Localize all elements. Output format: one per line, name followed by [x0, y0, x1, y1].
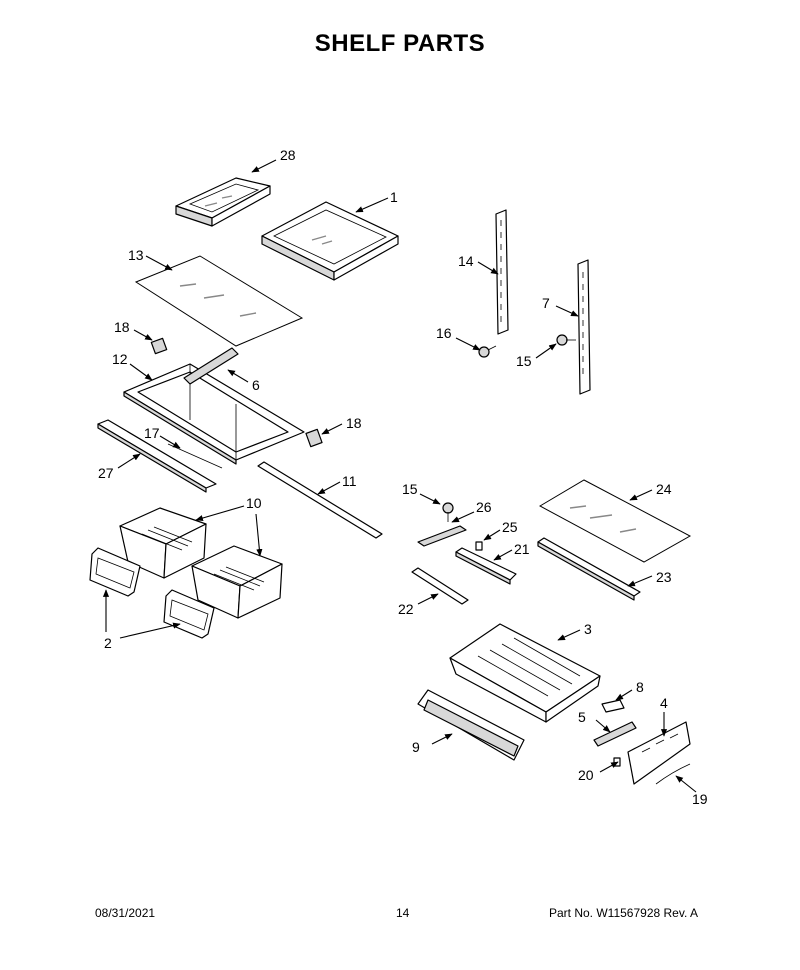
footer-part-number: Part No. W11567928 Rev. A — [549, 906, 698, 920]
callout-23: 23 — [656, 569, 672, 585]
callout-11: 11 — [342, 473, 357, 489]
callout-20: 20 — [578, 767, 594, 783]
part-24-glass-shelf — [538, 479, 692, 563]
callout-27: 27 — [98, 465, 114, 481]
part-5-rail — [593, 721, 637, 747]
part-11-strip — [257, 461, 383, 539]
callout-5: 5 — [578, 709, 586, 725]
page-title: SHELF PARTS — [314, 30, 486, 57]
part-2-drawer-front-left — [89, 547, 141, 597]
part-14-rail — [495, 209, 509, 335]
callout-16: 16 — [436, 325, 452, 341]
part-16-screw — [478, 345, 497, 358]
part-28-bin — [175, 177, 271, 227]
leader-lines — [102, 159, 697, 793]
callout-7: 7 — [542, 295, 550, 311]
callout-18-right: 18 — [346, 415, 362, 431]
callout-17: 17 — [144, 425, 160, 441]
callout-13: 13 — [128, 247, 144, 263]
callout-12: 12 — [112, 351, 128, 367]
footer-date: 08/31/2021 — [95, 906, 156, 920]
part-15-screw-upper — [556, 334, 576, 346]
part-6-rail — [183, 347, 239, 385]
part-10-drawer-left — [119, 507, 207, 579]
callout-21: 21 — [514, 541, 530, 557]
part-4-control-housing — [627, 721, 691, 785]
part-21-bracket — [455, 547, 517, 585]
part-13-glass-shelf — [134, 255, 304, 347]
callout-15-upper: 15 — [516, 353, 532, 369]
part-27-trim — [97, 419, 217, 493]
callout-2: 2 — [104, 635, 112, 651]
part-19-wire-harness — [655, 763, 691, 785]
callout-14: 14 — [458, 253, 474, 269]
part-18-cap-left — [150, 337, 168, 355]
callout-4: 4 — [660, 695, 668, 711]
callout-24: 24 — [656, 481, 672, 497]
part-23-trim — [537, 537, 641, 601]
part-7-rail — [577, 259, 591, 395]
part-18-cap-right — [305, 428, 323, 448]
callout-8: 8 — [636, 679, 644, 695]
callout-10: 10 — [246, 495, 262, 511]
part-3-deli-drawer — [449, 623, 601, 723]
part-26-bracket — [417, 525, 467, 547]
callout-25: 25 — [502, 519, 518, 535]
callout-22: 22 — [398, 601, 414, 617]
callout-26: 26 — [476, 499, 492, 515]
part-9-drawer-front — [417, 689, 525, 761]
callout-28: 28 — [280, 147, 296, 163]
part-12-shelf-frame — [123, 363, 305, 465]
part-15-screw-lower — [442, 502, 454, 522]
footer-page-number: 14 — [396, 906, 410, 920]
callout-3: 3 — [584, 621, 592, 637]
callout-9: 9 — [412, 739, 420, 755]
callout-6: 6 — [252, 377, 260, 393]
callout-18-left: 18 — [114, 319, 130, 335]
callout-19: 19 — [692, 791, 708, 807]
callout-15-lower: 15 — [402, 481, 418, 497]
callout-1: 1 — [390, 189, 398, 205]
part-8-clip — [601, 699, 625, 713]
part-25-clip — [475, 541, 483, 551]
part-1-shelf — [261, 201, 399, 281]
part-22-bracket — [411, 567, 469, 605]
